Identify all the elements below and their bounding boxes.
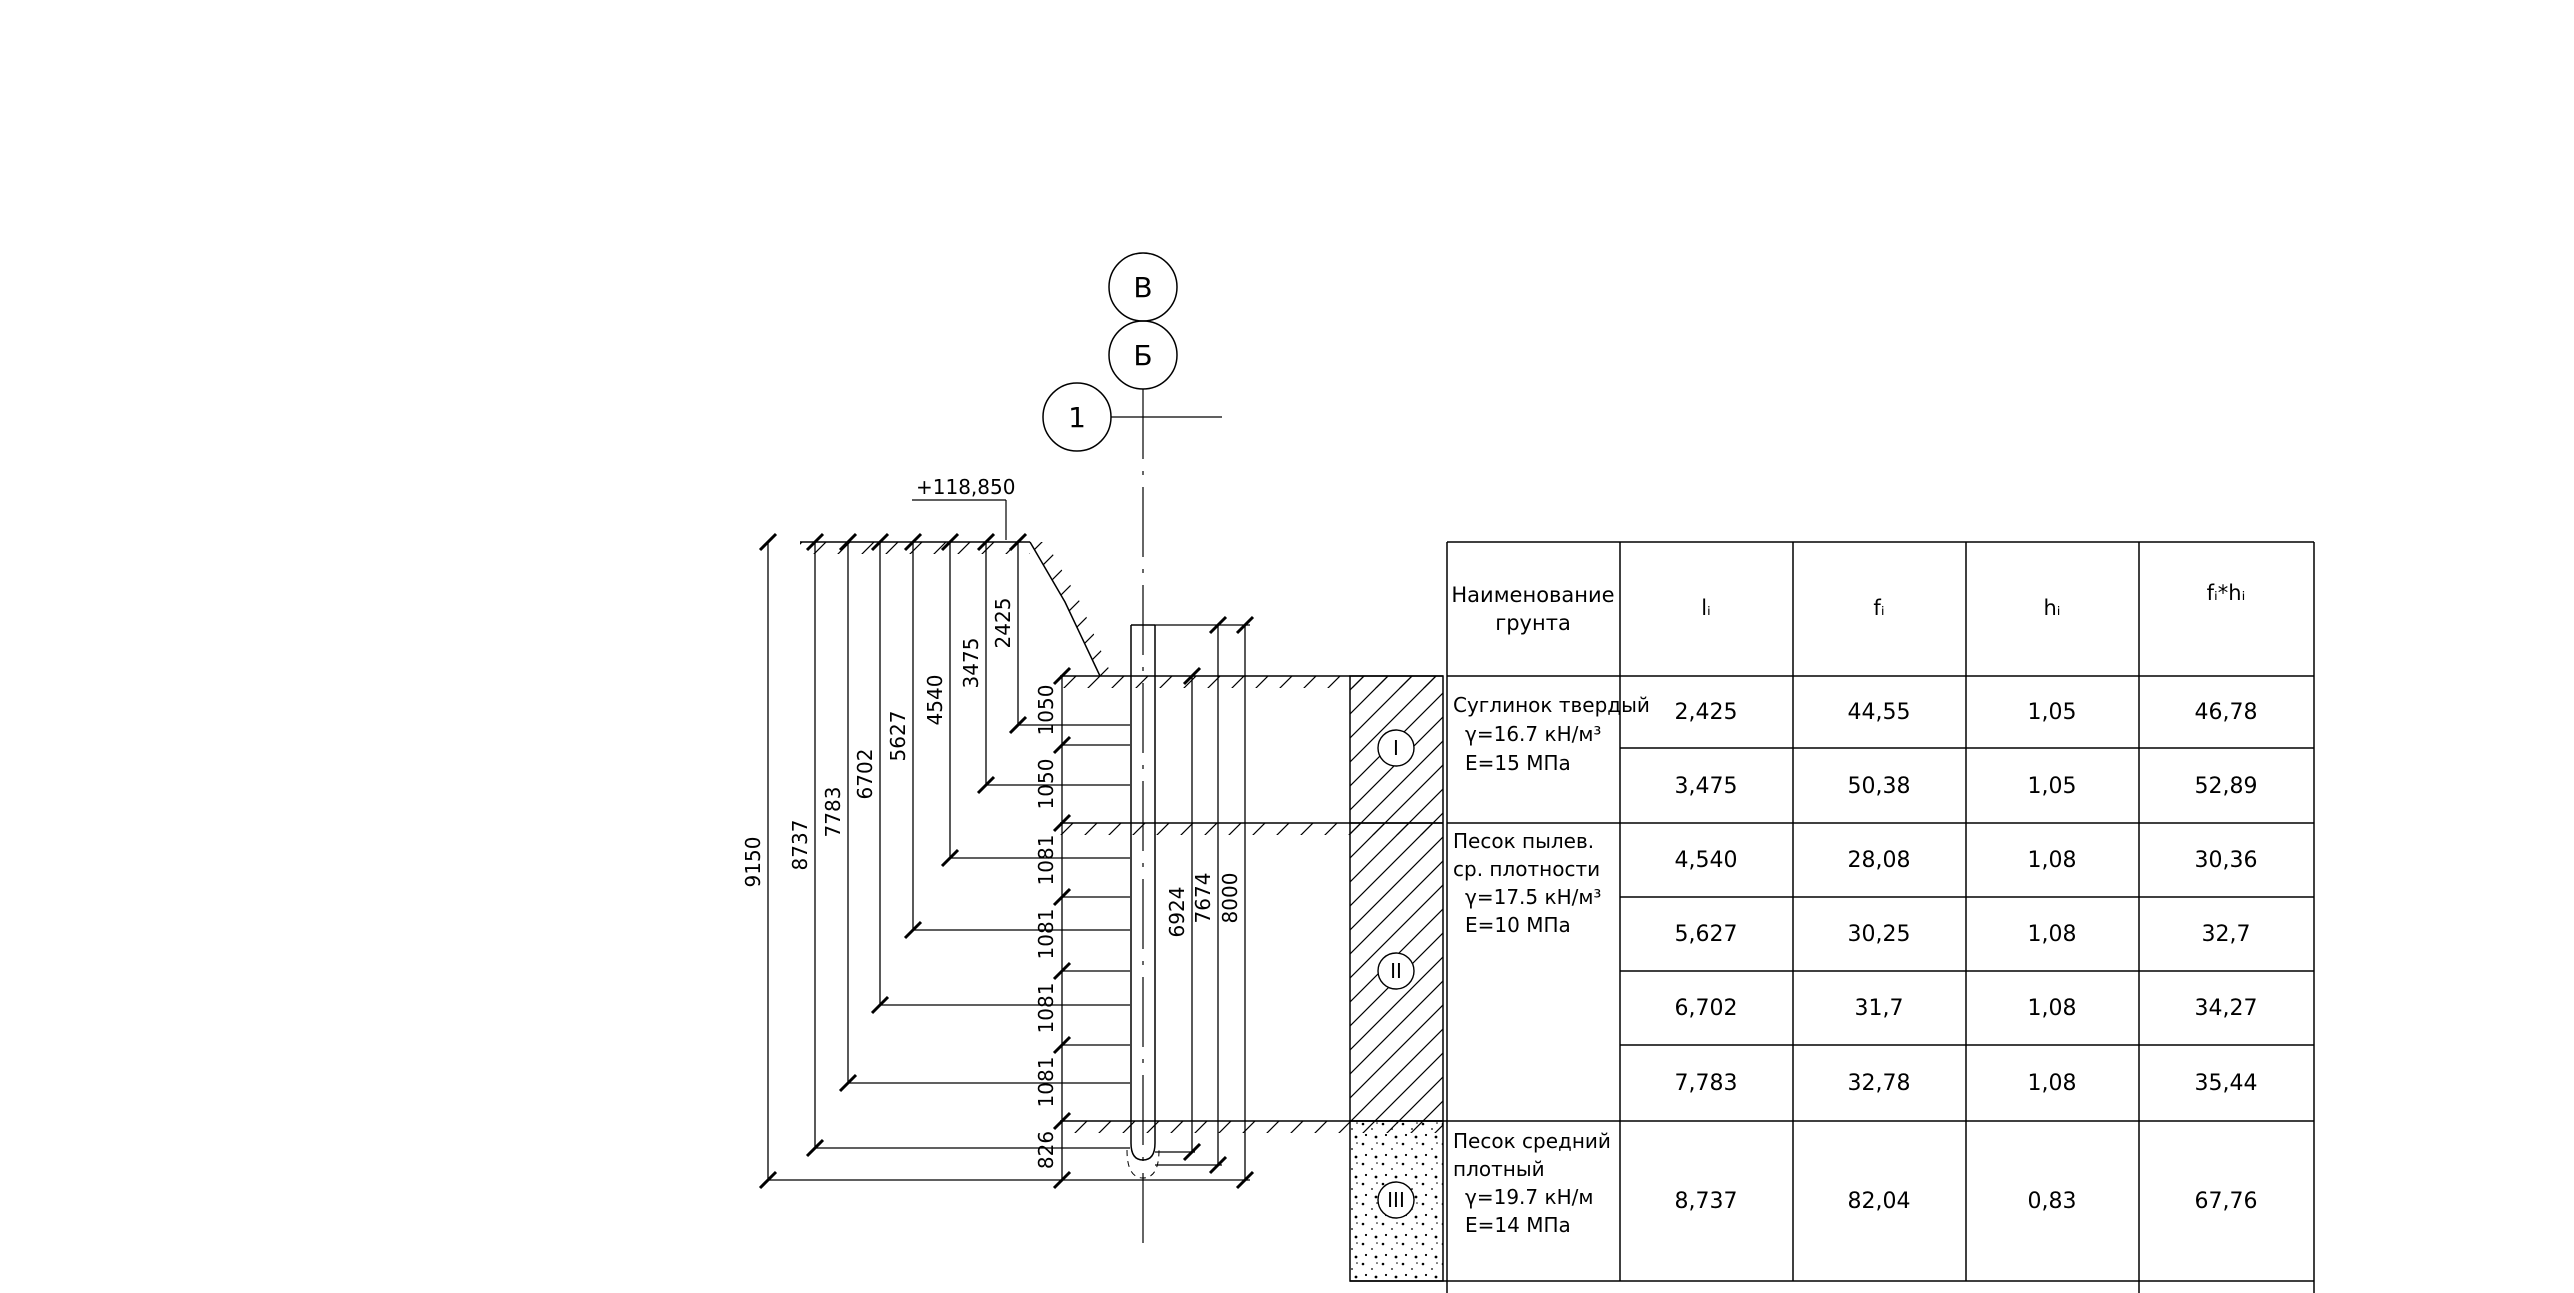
cell-fi: 28,08 <box>1848 848 1911 873</box>
dim-label-2425: 2425 <box>991 598 1015 649</box>
cell-hi: 1,05 <box>2028 700 2077 725</box>
cell-li: 5,627 <box>1675 922 1738 947</box>
dim-label-8737: 8737 <box>788 820 812 871</box>
cell-fi: 44,55 <box>1848 700 1911 725</box>
header-soil-name-line1: Наименование <box>1451 583 1614 607</box>
table-row: 7,783 32,78 1,08 35,44 <box>1675 1071 2258 1096</box>
layer-numeral-ii: II <box>1390 959 1402 983</box>
soil-2-name-line2: ср. плотности <box>1453 857 1600 881</box>
cell-fi-hi: 35,44 <box>2195 1071 2258 1096</box>
cell-fi: 31,7 <box>1855 996 1904 1021</box>
soil-2-name-line1: Песок пылев. <box>1453 829 1594 853</box>
soil-2-gamma: γ=17.5 кН/м³ <box>1465 885 1601 909</box>
soil-3-name-line1: Песок средний <box>1453 1129 1611 1153</box>
calc-table-grid <box>1350 541 2315 1293</box>
segment-label-1: 1050 <box>1034 685 1058 736</box>
cell-fi-hi: 46,78 <box>2195 700 2258 725</box>
segment-label-2: 1050 <box>1034 759 1058 810</box>
pile-dim-7674: 7674 <box>1191 873 1215 924</box>
axis-label-v: В <box>1133 271 1152 304</box>
ground-surface <box>800 541 1112 677</box>
segment-label-5: 1081 <box>1034 983 1058 1034</box>
soil-1-gamma: γ=16.7 кН/м³ <box>1465 722 1601 746</box>
soil-3-gamma: γ=19.7 кН/м <box>1465 1185 1593 1209</box>
cell-fi: 32,78 <box>1848 1071 1911 1096</box>
table-row: 6,702 31,7 1,08 34,27 <box>1675 996 2258 1021</box>
header-hi: hᵢ <box>2043 596 2060 620</box>
soil-2-modulus: E=10 МПа <box>1465 913 1571 937</box>
dim-label-4540: 4540 <box>923 675 947 726</box>
cell-hi: 1,08 <box>2028 922 2077 947</box>
cell-li: 3,475 <box>1675 774 1738 799</box>
header-fi-hi: fᵢ*hᵢ <box>2207 581 2246 605</box>
table-row: 8,737 82,04 0,83 67,76 <box>1675 1189 2258 1214</box>
dim-label-3475: 3475 <box>959 638 983 689</box>
header-li: lᵢ <box>1701 596 1711 620</box>
layer-marker-iii: III <box>1377 1181 1415 1219</box>
soil-description-2: Песок пылев. ср. плотности γ=17.5 кН/м³ … <box>1453 829 1601 937</box>
layer-marker-i: I <box>1377 729 1415 767</box>
segment-label-4: 1081 <box>1034 909 1058 960</box>
header-soil-name-line2: грунта <box>1495 611 1571 635</box>
cell-fi-hi: 32,7 <box>2202 922 2251 947</box>
cell-fi: 30,25 <box>1848 922 1911 947</box>
cell-fi: 50,38 <box>1848 774 1911 799</box>
axis-bubble-v: В <box>1108 252 1178 322</box>
axis-label-1: 1 <box>1068 401 1086 434</box>
cell-hi: 0,83 <box>2028 1189 2077 1214</box>
axis-bubble-b: Б <box>1108 320 1178 390</box>
layer-marker-ii: II <box>1377 952 1415 990</box>
dim-label-7783: 7783 <box>821 787 845 838</box>
cell-li: 7,783 <box>1675 1071 1738 1096</box>
segment-label-3: 1081 <box>1034 835 1058 886</box>
cell-fi-hi: 52,89 <box>2195 774 2258 799</box>
pile-dim-6924: 6924 <box>1165 887 1189 938</box>
cell-li: 6,702 <box>1675 996 1738 1021</box>
cell-fi-hi: 30,36 <box>2195 848 2258 873</box>
soil-3-modulus: E=14 МПа <box>1465 1213 1571 1237</box>
elevation-mark: +118,850 <box>912 475 1015 540</box>
vertical-dimension-lines <box>767 542 1250 1181</box>
cell-hi: 1,08 <box>2028 996 2077 1021</box>
layer-numeral-i: I <box>1393 736 1399 760</box>
header-fi: fᵢ <box>1873 596 1884 620</box>
cell-hi: 1,05 <box>2028 774 2077 799</box>
soil-description-3: Песок средний плотный γ=19.7 кН/м E=14 М… <box>1453 1129 1611 1237</box>
pile-dim-8000: 8000 <box>1218 873 1242 924</box>
pile-dimension-ticks <box>1182 615 1255 1190</box>
elevation-label: +118,850 <box>916 475 1015 499</box>
table-row: 4,540 28,08 1,08 30,36 <box>1675 848 2258 873</box>
table-row: 3,475 50,38 1,05 52,89 <box>1675 774 2258 799</box>
pile-dimension-lines <box>1155 625 1246 1180</box>
table-row: 5,627 30,25 1,08 32,7 <box>1675 922 2251 947</box>
cell-hi: 1,08 <box>2028 1071 2077 1096</box>
segment-dividers <box>1062 744 1130 1046</box>
cell-li: 4,540 <box>1675 848 1738 873</box>
soil-1-name: Суглинок твердый <box>1453 693 1650 717</box>
cell-fi-hi: 67,76 <box>2195 1189 2258 1214</box>
cell-fi-hi: 34,27 <box>2195 996 2258 1021</box>
segment-label-7: 826 <box>1034 1131 1058 1169</box>
soil-column: I II III <box>1349 675 1444 1282</box>
table-row: 2,425 44,55 1,05 46,78 <box>1675 700 2258 725</box>
soil-3-name-line2: плотный <box>1453 1157 1545 1181</box>
axis-bubble-1: 1 <box>1042 382 1112 452</box>
axis-label-b: Б <box>1133 339 1152 372</box>
cell-hi: 1,08 <box>2028 848 2077 873</box>
cell-fi: 82,04 <box>1848 1189 1911 1214</box>
dim-label-5627: 5627 <box>886 711 910 762</box>
cell-li: 2,425 <box>1675 700 1738 725</box>
soil-description-1: Суглинок твердый γ=16.7 кН/м³ E=15 МПа <box>1453 693 1650 775</box>
pile <box>1126 624 1250 1179</box>
layer-numeral-iii: III <box>1387 1188 1405 1212</box>
segment-label-6: 1081 <box>1034 1057 1058 1108</box>
soil-1-modulus: E=15 МПа <box>1465 751 1571 775</box>
dimension-ticks <box>758 532 1072 1190</box>
dim-label-9150: 9150 <box>741 837 765 888</box>
cell-li: 8,737 <box>1675 1189 1738 1214</box>
dim-label-6702: 6702 <box>853 749 877 800</box>
